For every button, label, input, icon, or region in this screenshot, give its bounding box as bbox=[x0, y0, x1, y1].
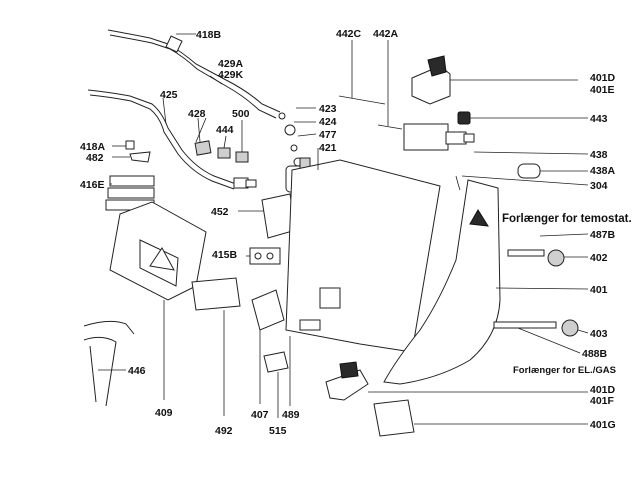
label-403: 403 bbox=[590, 328, 608, 340]
relay-492 bbox=[191, 277, 241, 416]
label-401d-top: 401D bbox=[590, 72, 616, 84]
bracket-407 bbox=[251, 289, 285, 404]
label-304: 304 bbox=[590, 180, 608, 192]
thermostat-438 bbox=[403, 123, 589, 155]
label-488b: 488B bbox=[582, 348, 608, 360]
control-panel-401 bbox=[383, 179, 589, 385]
label-416e: 416E bbox=[80, 179, 105, 191]
label-401g: 401G bbox=[590, 419, 616, 431]
label-489: 489 bbox=[282, 409, 300, 421]
label-482: 482 bbox=[86, 152, 104, 164]
extension-487b bbox=[507, 233, 589, 257]
label-452: 452 bbox=[211, 206, 229, 218]
label-500: 500 bbox=[232, 108, 250, 120]
switch-401g bbox=[373, 399, 588, 437]
fitting-428 bbox=[194, 117, 212, 156]
label-402: 402 bbox=[590, 252, 608, 264]
label-424: 424 bbox=[319, 116, 337, 128]
rod-442c bbox=[338, 40, 386, 105]
label-423: 423 bbox=[319, 103, 337, 115]
label-401: 401 bbox=[590, 284, 608, 296]
switch-bracket-401d-top bbox=[411, 55, 578, 105]
knob-403 bbox=[561, 319, 589, 337]
label-418b: 418B bbox=[196, 29, 222, 41]
capillary-tube-418b bbox=[107, 29, 286, 120]
label-407: 407 bbox=[251, 409, 269, 421]
note-thermostat-extension: Forlænger for temostat. bbox=[502, 213, 632, 225]
label-477: 477 bbox=[319, 129, 337, 141]
clip-482 bbox=[129, 151, 151, 163]
part-515 bbox=[263, 351, 289, 418]
label-438a: 438A bbox=[590, 165, 616, 177]
wire-304 bbox=[455, 175, 589, 191]
fitting-444 bbox=[217, 135, 231, 159]
fitting-500 bbox=[235, 120, 249, 163]
label-418a: 418A bbox=[80, 141, 106, 153]
cover-409 bbox=[109, 201, 207, 400]
leader-lines bbox=[110, 33, 319, 257]
clip-418a bbox=[125, 140, 135, 150]
label-515: 515 bbox=[269, 425, 287, 437]
button-443 bbox=[457, 111, 588, 125]
label-401d-bottom: 401D bbox=[590, 384, 616, 396]
label-444: 444 bbox=[216, 124, 234, 136]
label-425: 425 bbox=[160, 89, 178, 101]
label-401e: 401E bbox=[590, 84, 615, 96]
label-487b: 487B bbox=[590, 229, 616, 241]
label-442a: 442A bbox=[373, 28, 399, 40]
rod-442a bbox=[377, 40, 403, 130]
insert-438a bbox=[517, 163, 588, 179]
label-421: 421 bbox=[319, 142, 337, 154]
label-446: 446 bbox=[128, 365, 146, 377]
label-401f: 401F bbox=[590, 395, 615, 407]
label-429k: 429K bbox=[218, 69, 244, 81]
bracket-452 bbox=[238, 193, 297, 239]
label-443: 443 bbox=[590, 113, 608, 125]
note-el-gas-extension: Forlænger for EL./GAS bbox=[513, 365, 616, 376]
terminal-415b bbox=[249, 247, 281, 265]
label-428: 428 bbox=[188, 108, 206, 120]
part-labels: 418B 429A 429K 425 428 500 444 423 424 4… bbox=[80, 28, 616, 437]
label-429a: 429A bbox=[218, 58, 244, 70]
wire-harness-446 bbox=[83, 320, 135, 407]
extension-488b bbox=[493, 321, 581, 354]
label-442c: 442C bbox=[336, 28, 362, 40]
label-415b: 415B bbox=[212, 249, 238, 261]
label-438: 438 bbox=[590, 149, 608, 161]
label-409: 409 bbox=[155, 407, 173, 419]
capillary-tube-425 bbox=[87, 89, 257, 190]
label-492: 492 bbox=[215, 425, 233, 437]
switch-bracket-401d-bottom bbox=[325, 361, 588, 401]
knob-402 bbox=[547, 249, 588, 267]
notes: Forlænger for temostat. Forlænger for EL… bbox=[502, 213, 632, 376]
